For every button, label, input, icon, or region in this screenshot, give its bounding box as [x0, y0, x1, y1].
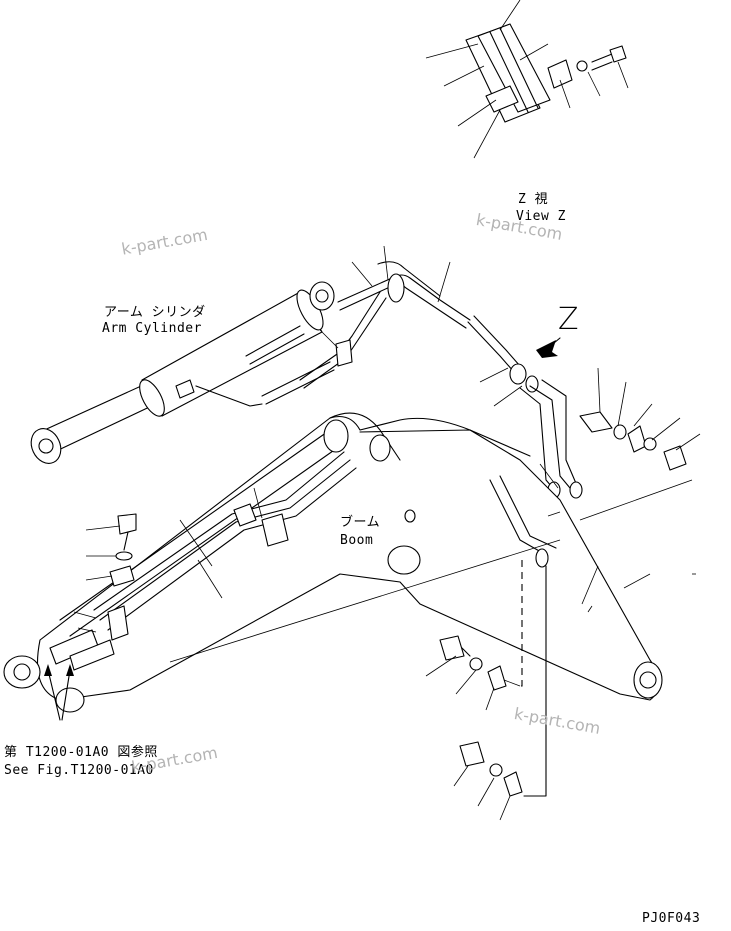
- drawing-code: PJ0F043: [642, 911, 701, 926]
- boom-label-jp: ブーム: [340, 515, 381, 530]
- boom-label-en: Boom: [340, 533, 374, 548]
- see-fig-label-en: See Fig.T1200-01A0: [4, 763, 154, 778]
- arm-cylinder-label-en: Arm Cylinder: [102, 321, 202, 336]
- boom-drawing: [3, 412, 693, 713]
- view-z-detail: [425, 0, 629, 159]
- right-hardware: [425, 367, 701, 821]
- arm-cylinder-label-jp: アーム シリンダ: [104, 305, 206, 320]
- left-hardware: [44, 513, 137, 721]
- arm-cylinder-drawing: [30, 281, 335, 464]
- upper-hydraulic-lines: [299, 245, 583, 499]
- view-z-label-jp: Z 視: [518, 192, 549, 207]
- view-z-label-en: View Z: [516, 209, 566, 224]
- see-fig-label-jp: 第 T1200-01A0 図参照: [4, 745, 158, 760]
- view-direction-z-marker: Z: [558, 302, 579, 337]
